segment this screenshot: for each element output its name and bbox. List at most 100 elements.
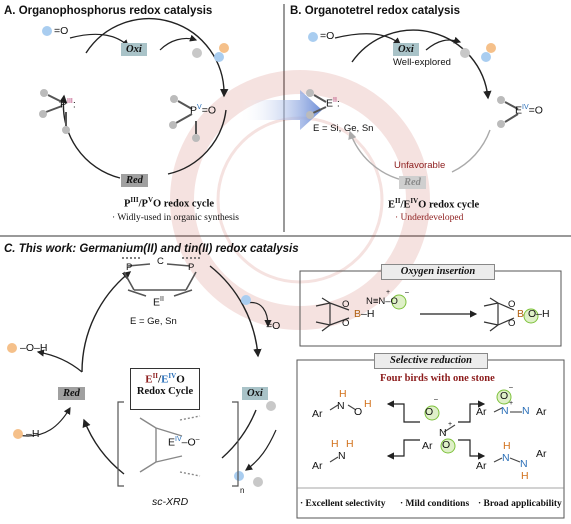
c-e4-bottom: EIV–O– bbox=[168, 436, 200, 449]
nitro-o-top: O bbox=[425, 406, 434, 418]
c-cycle-lower-right-arc bbox=[221, 409, 257, 459]
selective-reduction-subtitle: Four birds with one stone bbox=[380, 373, 495, 384]
nitro-o-ring-1 bbox=[424, 405, 440, 421]
b-e4-atom: EIV=O bbox=[515, 104, 543, 117]
b-unfavorable: Unfavorable bbox=[394, 160, 446, 171]
b-cycle-top-arc bbox=[351, 29, 492, 100]
aniline-h1: H bbox=[331, 438, 339, 450]
selective-reduction-title: Selective reduction bbox=[374, 353, 488, 369]
c-center-line2: Redox Cycle bbox=[136, 385, 194, 397]
c-alcohol-arrow bbox=[36, 349, 83, 373]
c-oxidant-arrow bbox=[246, 301, 272, 328]
feature-selectivity: · Excellent selectivity bbox=[300, 499, 386, 509]
a-oxidant-oxo: =O bbox=[54, 25, 69, 37]
b-oxidant-arrow bbox=[334, 33, 401, 45]
c-reductant-arrow bbox=[17, 406, 71, 437]
oi-reagent: N≡N–O bbox=[366, 296, 398, 307]
c-top-ligand bbox=[120, 257, 202, 297]
feature-broad-applicability: · Broad applicability bbox=[478, 499, 562, 509]
a-note: · Widly-used in organic synthesis bbox=[112, 213, 239, 223]
azoxy-n1-charge: + bbox=[509, 400, 514, 407]
c-elements: E = Ge, Sn bbox=[130, 316, 177, 327]
a-cycle-top-arc bbox=[85, 17, 229, 98]
c-oxidant-oxo: =O bbox=[266, 320, 281, 332]
b-blue-ball bbox=[308, 32, 318, 42]
oi-reagent-plus: + bbox=[386, 289, 391, 296]
pinacol-right bbox=[483, 297, 515, 332]
c-ligand-p-right: P bbox=[188, 262, 195, 273]
c-blue-ball-oxidant bbox=[241, 295, 251, 305]
b-blue-ball-2 bbox=[481, 52, 491, 62]
b-cycle-right-arc bbox=[451, 129, 491, 173]
hydrazo-ar-right: Ar bbox=[536, 448, 547, 460]
a-product-arrow bbox=[159, 34, 198, 51]
c-ligand-p-left: P bbox=[126, 262, 133, 273]
a-p3-substituents bbox=[45, 94, 67, 126]
c-grey-ball bbox=[266, 401, 276, 411]
b-oxi-badge: Oxi bbox=[393, 43, 419, 56]
oi-o-right-bottom: O bbox=[508, 318, 516, 329]
a-oxi-badge: Oxi bbox=[121, 43, 147, 56]
a-blue-ball-2 bbox=[214, 52, 224, 62]
c-center-line1: EII/EIVO bbox=[145, 372, 185, 386]
panel-c-title: C. This work: Germanium(II) and tin(II) … bbox=[4, 243, 299, 255]
nitro-o-bottom: O bbox=[442, 439, 451, 451]
azoxy-n2: N bbox=[522, 405, 530, 417]
a-cycle-right-arc bbox=[167, 109, 227, 175]
oxygen-insertion-title: Oxygen insertion bbox=[381, 264, 495, 280]
c-blue-ball-product bbox=[234, 471, 244, 481]
product-bonds bbox=[329, 404, 522, 463]
nitro-o-top-charge: – bbox=[434, 396, 438, 403]
hydrazo-h2: H bbox=[521, 470, 529, 482]
panel-b-title: B. Organotetrel redox catalysis bbox=[290, 5, 461, 17]
b-cycle-caption: EII/EIVO redox cycle bbox=[388, 197, 480, 211]
hydrazo-h1: H bbox=[503, 440, 511, 452]
a-p5-substituents bbox=[175, 100, 197, 134]
c-reductant-h: –H bbox=[26, 428, 40, 440]
a-cycle-left-arc bbox=[58, 94, 121, 179]
b-red-badge: Red bbox=[399, 176, 426, 189]
c-oxi-badge: Oxi bbox=[242, 387, 268, 400]
azoxy-ar-left: Ar bbox=[476, 406, 487, 418]
b-e4-substituents bbox=[504, 101, 519, 123]
hydroxylamine-n: N bbox=[337, 400, 345, 412]
nitro-ar: Ar bbox=[422, 440, 433, 452]
b-well-explored: Well-explored bbox=[393, 57, 451, 68]
a-p3-atom: PIII: bbox=[60, 98, 76, 111]
pinacol-left bbox=[315, 297, 350, 332]
hydrazo-n2: N bbox=[520, 458, 528, 470]
azoxy-n1: N bbox=[501, 405, 509, 417]
oi-o-left-bottom: O bbox=[342, 318, 350, 329]
nitro-o-ring-2 bbox=[440, 438, 456, 454]
aniline-n: N bbox=[338, 450, 346, 462]
b-e2-substituents bbox=[312, 94, 327, 114]
azoxy-o-ring bbox=[496, 389, 512, 405]
aniline-h2: H bbox=[346, 438, 354, 450]
hydroxylamine-h1: H bbox=[339, 388, 347, 400]
a-p5-atom: PV=O bbox=[190, 104, 216, 117]
panel-a-title: A. Organophosphorus redox catalysis bbox=[4, 5, 213, 17]
oi-o-left-top: O bbox=[342, 299, 350, 310]
b-elements: E = Si, Ge, Sn bbox=[313, 123, 374, 134]
oi-o-right-top: O bbox=[508, 299, 516, 310]
c-cycle-right-arc bbox=[209, 265, 262, 358]
c-cycle-left-arc bbox=[81, 271, 132, 373]
hydroxylamine-o: O bbox=[354, 406, 363, 418]
c-cycle-lower-left-arc bbox=[82, 418, 125, 475]
azoxy-o-charge: – bbox=[509, 384, 513, 391]
c-orange-ball-alcohol bbox=[7, 343, 17, 353]
c-alcohol: –O–H bbox=[20, 342, 48, 354]
b-oxidant-oxo: =O bbox=[320, 30, 335, 42]
c-xrd-bracket bbox=[117, 401, 239, 487]
c-xrd-label: sc-XRD bbox=[152, 496, 189, 508]
b-cycle-left-arc bbox=[348, 130, 403, 181]
a-oxidant-arrow bbox=[69, 33, 129, 47]
c-n-subscript: n bbox=[240, 486, 245, 495]
hydroxylamine-h2: H bbox=[364, 398, 372, 410]
reduction-arrows bbox=[386, 400, 486, 460]
c-byproduct-arrow bbox=[245, 429, 277, 471]
hydrazo-n1: N bbox=[502, 452, 510, 464]
b-orange-ball bbox=[486, 43, 496, 53]
oi-o-right: O–H bbox=[528, 308, 550, 320]
